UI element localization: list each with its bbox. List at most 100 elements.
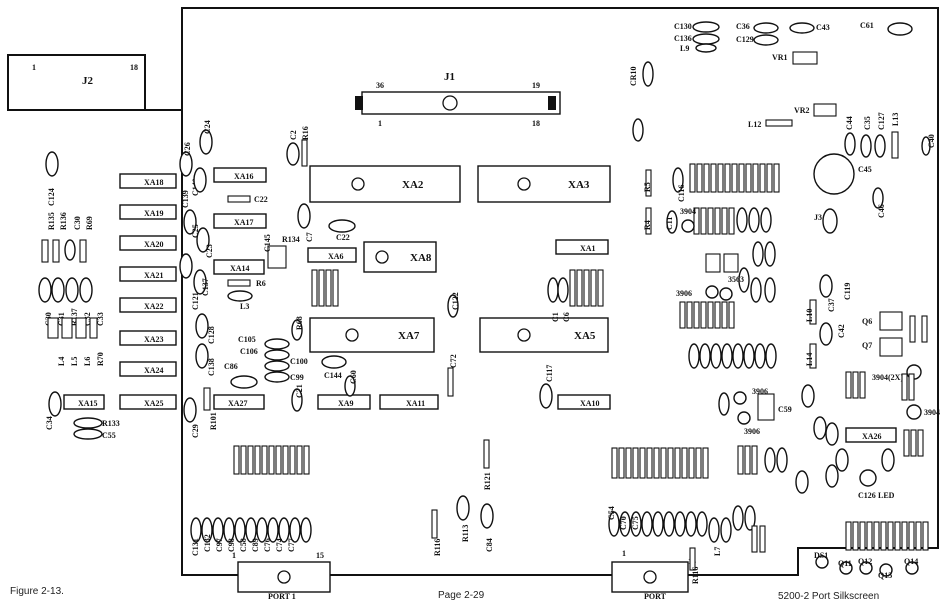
r135-res [41,239,49,263]
c136-cap [692,33,720,45]
c72-cap [344,375,356,397]
c106-cap [264,349,290,361]
c127b-label: C127 [877,112,886,130]
c72-label: C60 [349,370,358,384]
c144-label: C144 [324,371,342,380]
svg-text:XA8: XA8 [410,252,432,264]
c144-cap [321,355,347,369]
l1-inductor [723,253,739,273]
c110-cap [456,495,470,521]
c61-cap [887,22,913,36]
r134-res [227,279,251,287]
port2-label: PORT [644,592,667,600]
c49-cap [881,448,895,472]
vr1-label: VR1 [772,53,788,62]
svg-text:XA23: XA23 [144,335,164,344]
c11-cap [666,210,678,234]
c29-label: C29 [191,424,200,438]
xa24-socket: XA24 [119,361,177,377]
diode-bank-bottom-right [737,445,758,475]
c41-cap [813,416,827,440]
r134-label: R6 [256,279,266,288]
c43-label: C43 [816,23,830,32]
q5-code: 3563 [728,275,744,284]
j1-pin-1: 1 [378,119,382,128]
resistor-bank-bottom-mid [611,447,709,479]
r16-label: R16 [301,126,310,140]
c6-label: C6 [562,312,571,322]
vr2-regulator [813,103,837,117]
svg-text:XA20: XA20 [144,240,164,249]
c15-cap [738,267,750,293]
c114-cap [720,517,732,543]
q1-transistor [733,391,747,405]
l10-inductor [809,299,817,325]
r70-label: R70 [96,352,105,366]
xa19-socket: XA19 [119,204,177,220]
c116-cap [672,167,684,193]
c128-label: C128 [207,326,216,344]
r121-label: R121 [483,472,492,490]
l13-label: L13 [891,113,900,126]
resistor-bank-right-top [689,163,780,193]
c1-cap [547,277,559,303]
xa1-socket: XA1 [555,239,609,255]
j1-right-tab [548,96,556,110]
xa11-socket: XA11 [379,394,439,410]
q14-transistor [879,563,893,577]
c77-label: C77 [287,538,296,552]
c32-cap [65,277,79,303]
j1-connector [361,91,561,115]
j2-pin-18: 18 [130,63,138,72]
j1-pin-18: 18 [532,119,540,128]
l6-label: L6 [83,357,92,366]
c44-cap [844,132,856,156]
r49-label: C72 [449,354,458,368]
svg-text:XA7: XA7 [398,330,420,342]
c99-cap [264,371,290,383]
c17-cap [764,277,776,303]
r116-label: R116 [433,539,442,556]
r135-label: R135 [47,212,56,230]
r116-res [431,509,438,539]
c37-label: C37 [827,298,836,312]
cr10-diode [642,61,654,87]
q4-transistor [705,285,719,299]
l6-inductor [75,317,87,339]
c33-label: C33 [96,312,105,326]
c7-cap [297,203,311,229]
c37-cap [819,274,833,298]
c124-cap [45,151,59,177]
r6-res [227,195,251,203]
r109-res [759,525,766,553]
c35-label: C35 [863,116,872,130]
c100-cap [264,360,290,372]
resistor-bank-xa26 [903,429,924,457]
q2-transistor [737,411,751,425]
svg-text:XA15: XA15 [78,399,98,408]
xa23-socket: XA23 [119,330,177,346]
c30a-cap [64,239,76,261]
c20-cap [718,392,730,416]
c138-label: C138 [207,358,216,376]
xa16-socket: XA16 [213,167,267,183]
l5-inductor [61,317,73,339]
c60-label: C21 [295,384,304,398]
q12-transistor [839,561,853,575]
c138-cap [195,343,209,369]
r121-res [483,439,490,469]
c137-cap [193,269,207,295]
c86-cap [230,375,258,389]
r5-res [645,169,652,197]
port2-connector: 1 15 [611,549,696,593]
c85-cap [764,447,776,473]
svg-text:XA1: XA1 [580,244,596,253]
c6-cap [557,277,569,303]
c36-label: C36 [736,22,750,31]
c89-label: C89 [251,538,260,552]
figure-caption: Figure 2-13. [10,586,64,597]
svg-text:XA25: XA25 [144,399,164,408]
page-number: Page 2-29 [438,590,485,600]
j1-left-tab [355,96,363,110]
resistor-bank-right-mid [693,207,735,235]
